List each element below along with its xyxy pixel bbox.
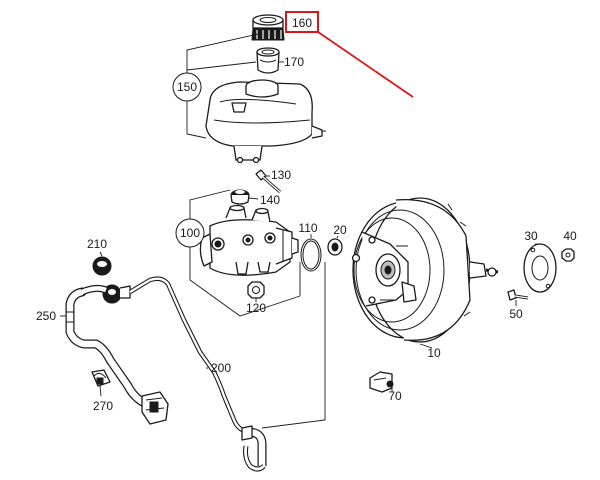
- hose-250: [65, 284, 151, 409]
- callout-250: 250: [36, 309, 56, 323]
- callout-40: 40: [563, 229, 577, 243]
- bracket-100: [189, 189, 301, 317]
- gasket-30: [523, 243, 557, 293]
- nut-40: [561, 248, 575, 262]
- grommet-140: [230, 189, 250, 205]
- nut-120: [247, 281, 265, 299]
- bracket-20-pipe: [261, 262, 326, 429]
- callout-10: 10: [427, 346, 441, 360]
- callout-circle-100: [175, 218, 205, 248]
- callout-20: 20: [333, 223, 347, 237]
- brake-booster: [351, 197, 499, 343]
- callout-170: 170: [284, 55, 304, 69]
- callout-120: 120: [246, 301, 266, 315]
- callout-130: 130: [271, 168, 291, 182]
- clip-270: [91, 369, 111, 387]
- highlight-box-160: [285, 11, 319, 33]
- callout-200: 200: [211, 361, 231, 375]
- leader-10: [419, 343, 433, 349]
- callout-100: 100: [180, 226, 200, 240]
- callout-50: 50: [509, 307, 523, 321]
- callout-270: 270: [93, 399, 113, 413]
- seal-20: [327, 238, 343, 256]
- leader-270: [99, 385, 102, 397]
- brake-line-200: [128, 276, 267, 472]
- callout-140: 140: [260, 193, 280, 207]
- leader-20: [336, 235, 339, 239]
- bolt-130: [255, 169, 281, 194]
- callout-160: 160: [292, 16, 312, 30]
- vacuum-connector-70: [369, 371, 394, 393]
- hose-end-fitting: [141, 391, 169, 425]
- callout-110: 110: [298, 221, 317, 235]
- callout-210: 210: [87, 237, 107, 251]
- bolt-50: [507, 289, 529, 301]
- brake-fluid-reservoir: [205, 79, 326, 164]
- reservoir-filter-170: [256, 47, 280, 74]
- pipe-connector: [102, 284, 131, 304]
- callout-70: 70: [388, 389, 402, 403]
- bracket-150-filter: [186, 61, 257, 71]
- callout-circle-150: [172, 72, 202, 102]
- grommet-210: [92, 256, 112, 276]
- master-cylinder: [199, 204, 299, 276]
- o-ring-110: [300, 238, 322, 272]
- leader-140: [248, 197, 259, 200]
- highlight-pointer-line: [317, 31, 414, 98]
- callout-150: 150: [177, 80, 197, 94]
- reservoir-cap-160: [251, 14, 285, 41]
- callout-30: 30: [524, 229, 538, 243]
- leader-210: [99, 251, 103, 257]
